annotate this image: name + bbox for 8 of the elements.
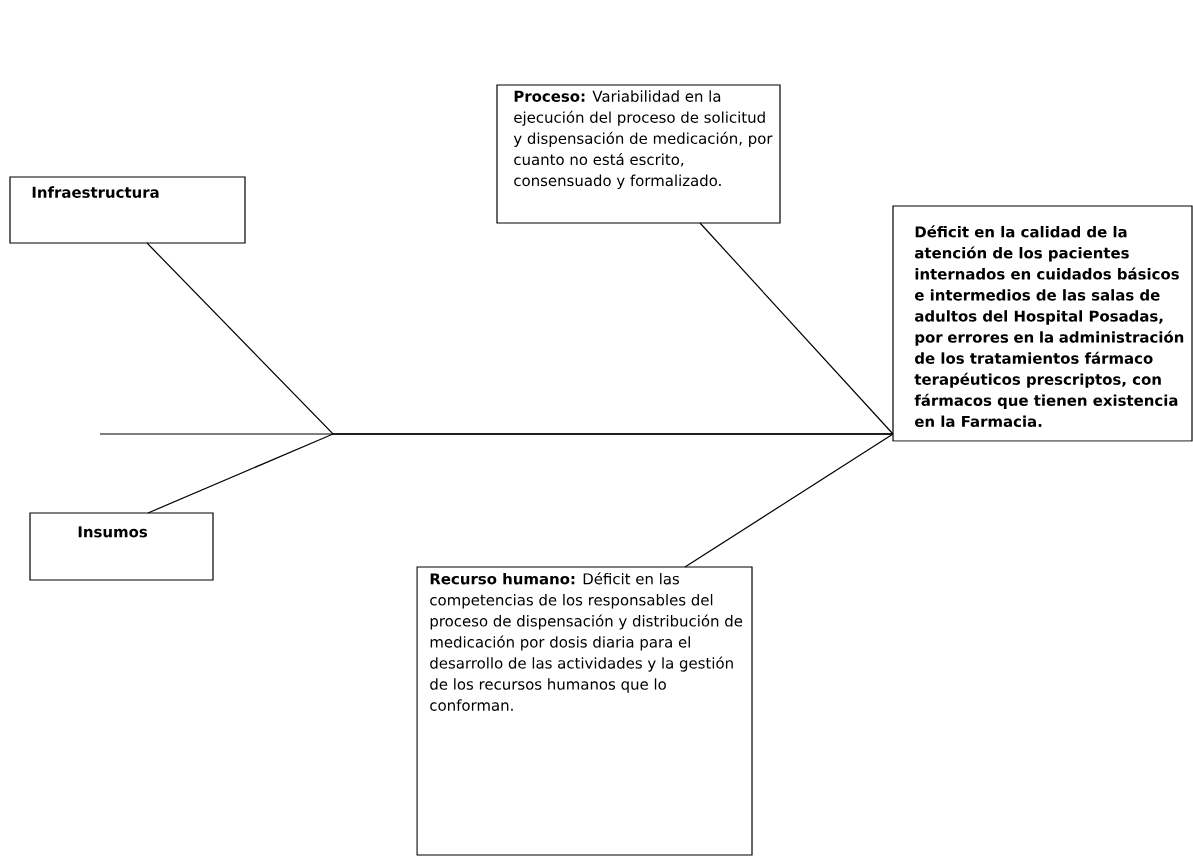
effect-box: Déficit en la calidad de la atención de los pacientes internados en cuidados básicos e intermedios de las salas de adultos del Hospital Posadas, por errores en la administración de los tratamientos fármaco terapéuticos prescriptos, con fármacos que tienen existencia en la Farmacia. xyxy=(892,205,1193,442)
fishbone-bone xyxy=(147,433,894,514)
cause-box: Recurso humano: Déficit en las competencias de los responsables del proceso de dispensación y distribución de medicación por dosis diaria para el desarrollo de las actividades y la gestión de los recursos humanos que lo conforman. xyxy=(416,566,753,856)
cause-box: Insumos xyxy=(29,512,214,581)
fishbone-bone xyxy=(699,222,894,435)
fishbone-bone xyxy=(684,433,894,568)
cause-box: Proceso: Variabilidad en la ejecución del proceso de solicitud y dispensación de medicación, por cuanto no está escrito, consensuado y formalizado. xyxy=(496,84,781,224)
cause-box: Infraestructura xyxy=(9,176,246,244)
